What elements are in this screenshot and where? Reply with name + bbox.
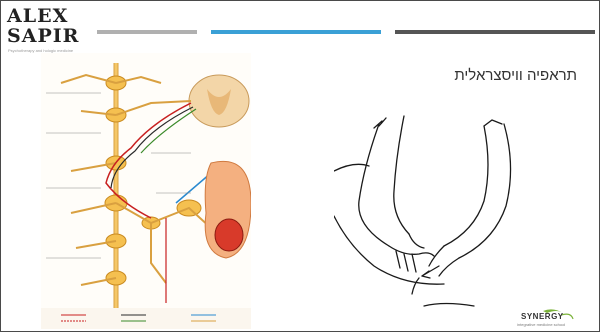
accent-segment-blue [211,30,381,34]
accent-segment-dark [395,30,595,34]
nerve-diagram-graphic [41,53,251,329]
autonomic-nervous-system-illustration [41,53,251,329]
synergy-tagline: integrative medicine school [517,322,565,327]
logo-line-1: ALEX [7,5,68,27]
header-accent-bar [97,30,595,34]
synergy-logo: SYNERGY integrative medicine school [513,307,583,329]
accent-segment-gray [97,30,197,34]
visceral-therapy-hands-sketch [334,106,524,316]
synergy-name: SYNERGY [521,312,564,321]
slide-title: תראפיה וויסצראלית [454,67,577,84]
hands-drawing-graphic [334,106,524,316]
logo-line-2: SAPIR [7,25,79,47]
